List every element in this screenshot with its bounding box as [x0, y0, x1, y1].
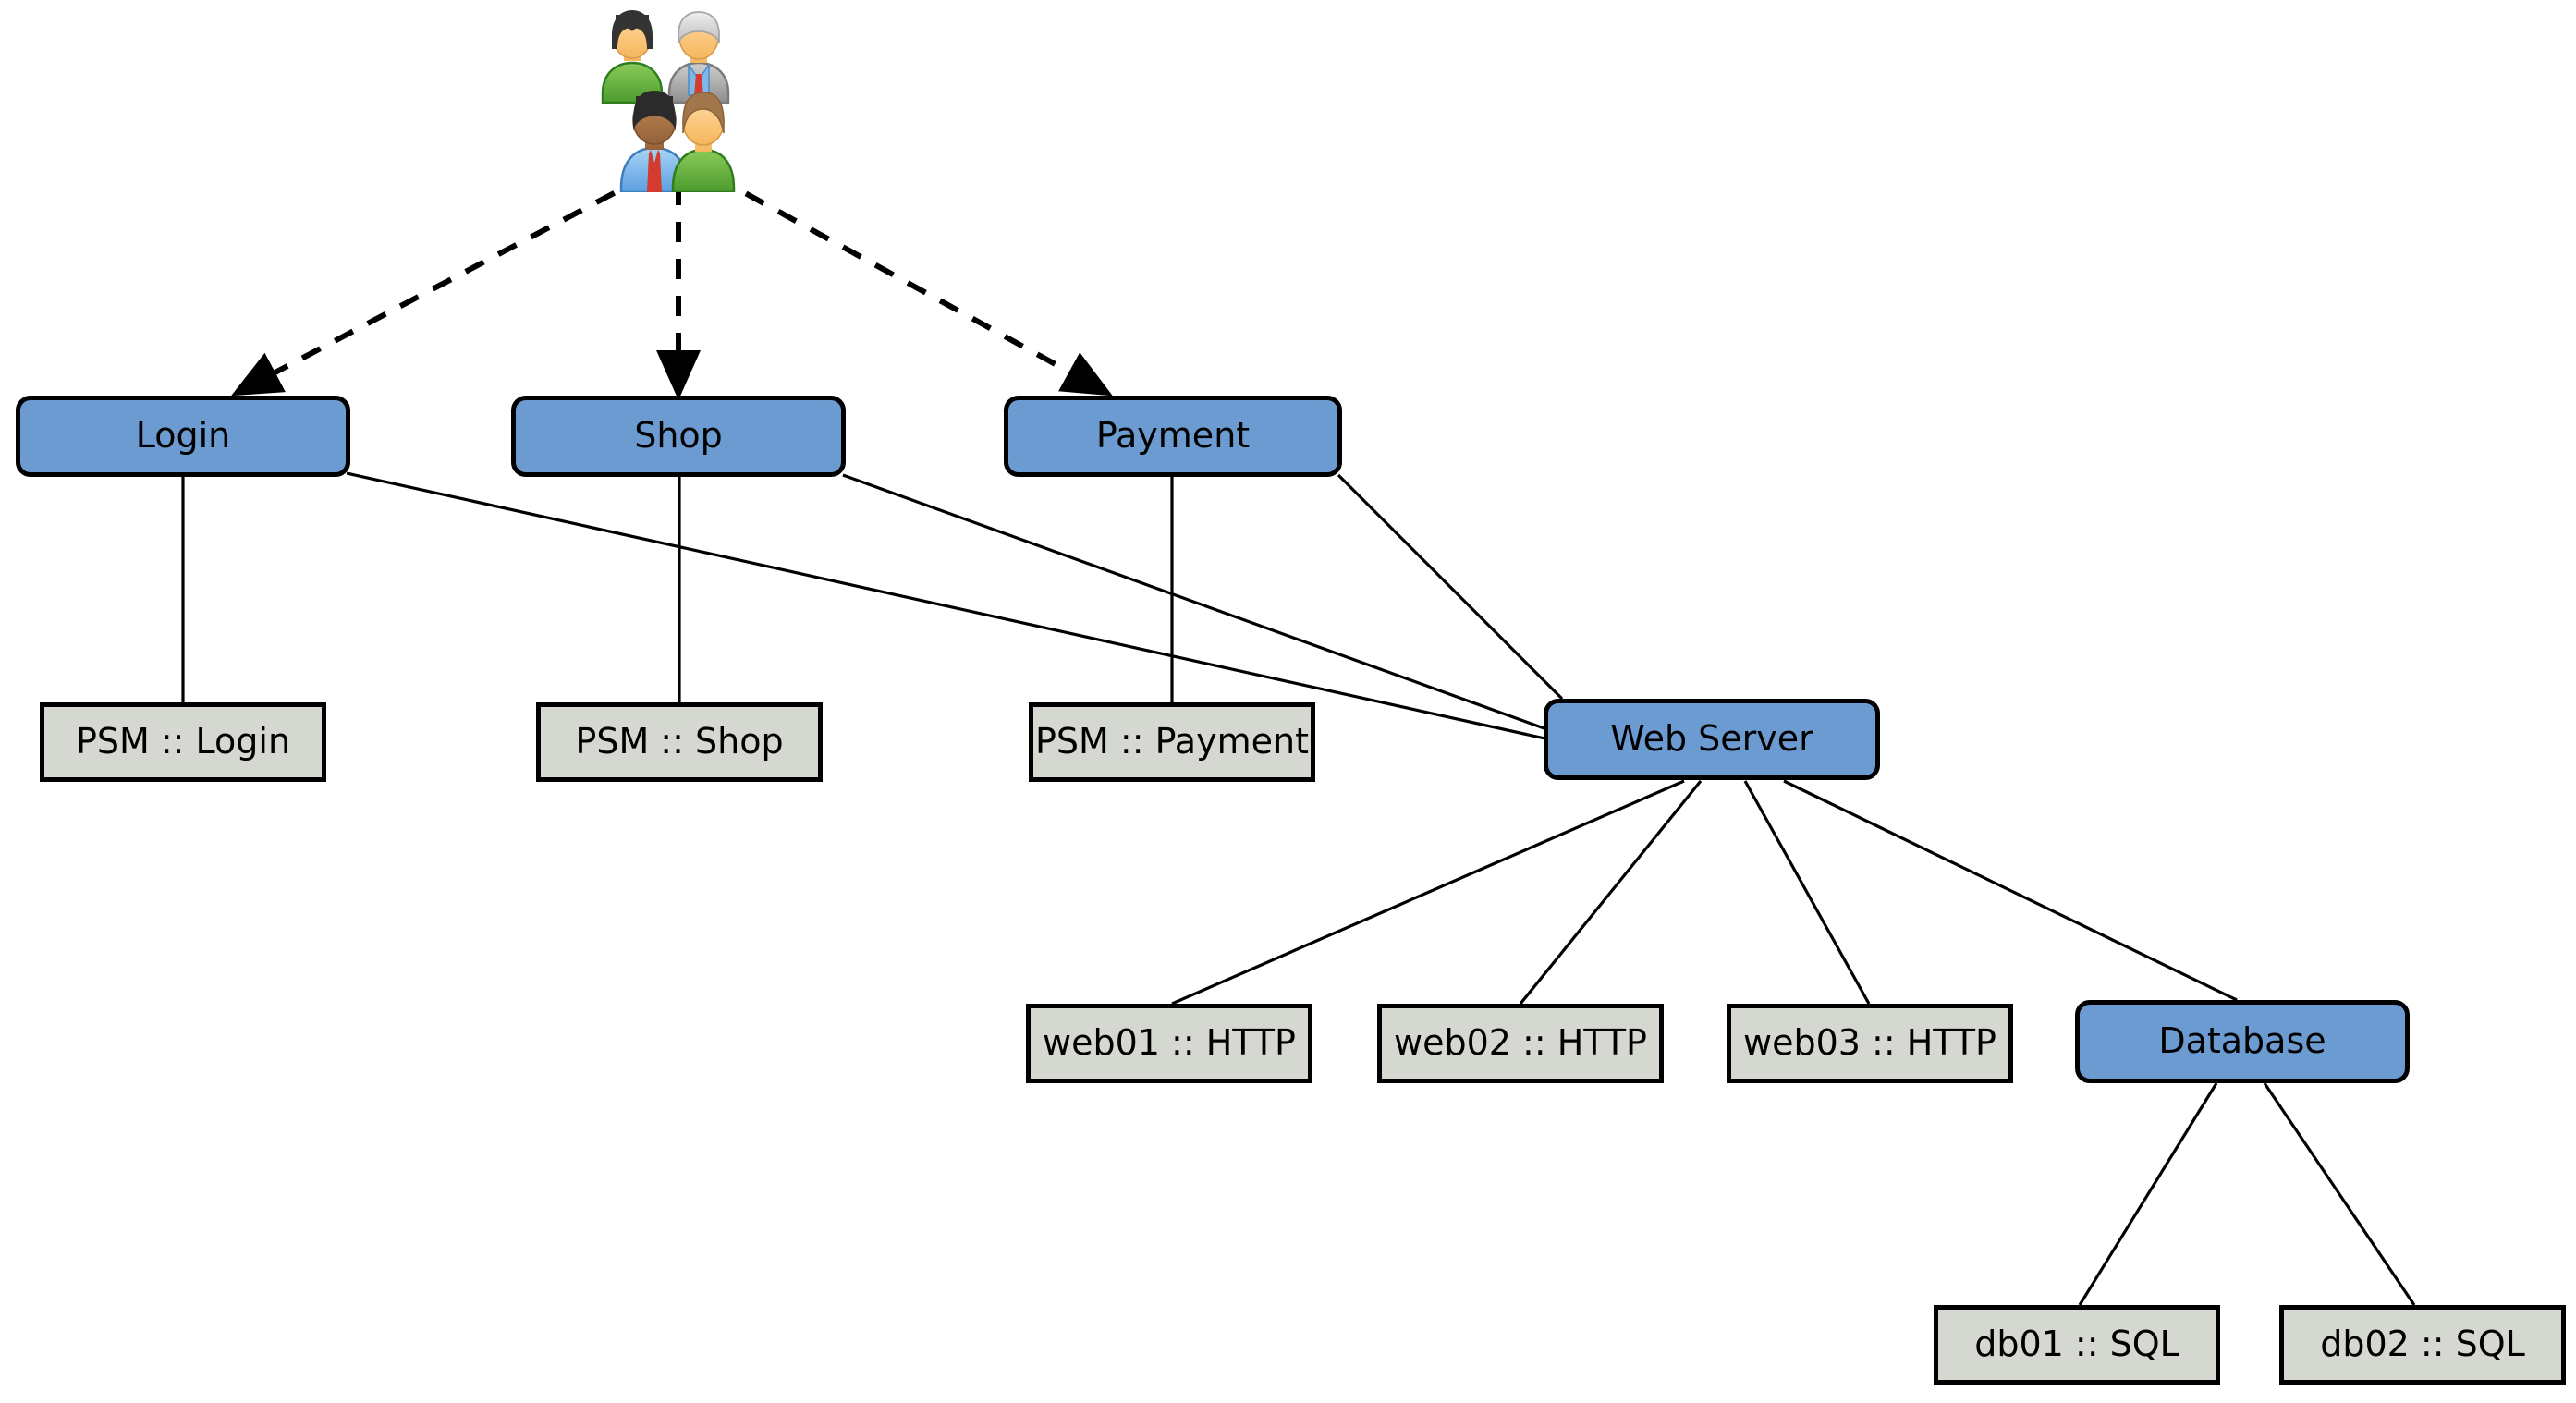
- edge-webserver-to-web03: [1743, 780, 1871, 1005]
- node-payment[interactable]: Payment: [1004, 396, 1342, 477]
- node-label: PSM :: Login: [75, 721, 291, 762]
- node-label: db02 :: SQL: [2320, 1324, 2525, 1365]
- edge-database-to-db01: [2078, 1082, 2218, 1306]
- node-label: web01 :: HTTP: [1043, 1022, 1296, 1064]
- actor-person-back-right: [667, 11, 730, 104]
- node-label: PSM :: Shop: [575, 721, 784, 762]
- node-psm-login[interactable]: PSM :: Login: [40, 702, 326, 782]
- node-label: web02 :: HTTP: [1394, 1022, 1647, 1064]
- node-label: PSM :: Payment: [1035, 721, 1309, 762]
- node-web02[interactable]: web02 :: HTTP: [1377, 1004, 1664, 1083]
- edge-login-to-webserver: [346, 471, 1550, 741]
- node-label: Database: [2158, 1020, 2326, 1062]
- node-shop[interactable]: Shop: [511, 396, 846, 477]
- node-label: Web Server: [1610, 718, 1813, 760]
- node-psm-payment[interactable]: PSM :: Payment: [1029, 702, 1315, 782]
- node-label: db01 :: SQL: [1974, 1324, 2179, 1365]
- node-db02[interactable]: db02 :: SQL: [2279, 1305, 2566, 1385]
- edge-actor-to-login: [231, 173, 649, 396]
- edge-actor-to-payment: [712, 173, 1113, 396]
- node-login[interactable]: Login: [16, 396, 350, 477]
- edge-payment-to-webserver: [1337, 473, 1564, 701]
- node-label: Login: [135, 415, 231, 457]
- edge-webserver-to-web02: [1519, 779, 1703, 1006]
- actor-person-front-left: [619, 91, 690, 194]
- node-web-server[interactable]: Web Server: [1544, 699, 1880, 780]
- actor-users-group: [582, 7, 749, 194]
- actor-person-back-left: [601, 10, 664, 104]
- node-web01[interactable]: web01 :: HTTP: [1026, 1004, 1312, 1083]
- node-label: Shop: [634, 415, 723, 457]
- edge-database-to-db02: [2263, 1082, 2416, 1306]
- node-psm-shop[interactable]: PSM :: Shop: [536, 702, 823, 782]
- node-web03[interactable]: web03 :: HTTP: [1727, 1004, 2013, 1083]
- edge-webserver-to-web01: [1171, 779, 1685, 1006]
- actor-person-front-right: [671, 92, 736, 194]
- edge-shop-to-webserver: [842, 473, 1550, 732]
- node-db01[interactable]: db01 :: SQL: [1934, 1305, 2220, 1385]
- edge-webserver-to-database: [1783, 779, 2238, 1002]
- node-label: Payment: [1095, 415, 1251, 457]
- node-database[interactable]: Database: [2075, 1000, 2410, 1083]
- node-label: web03 :: HTTP: [1743, 1022, 1996, 1064]
